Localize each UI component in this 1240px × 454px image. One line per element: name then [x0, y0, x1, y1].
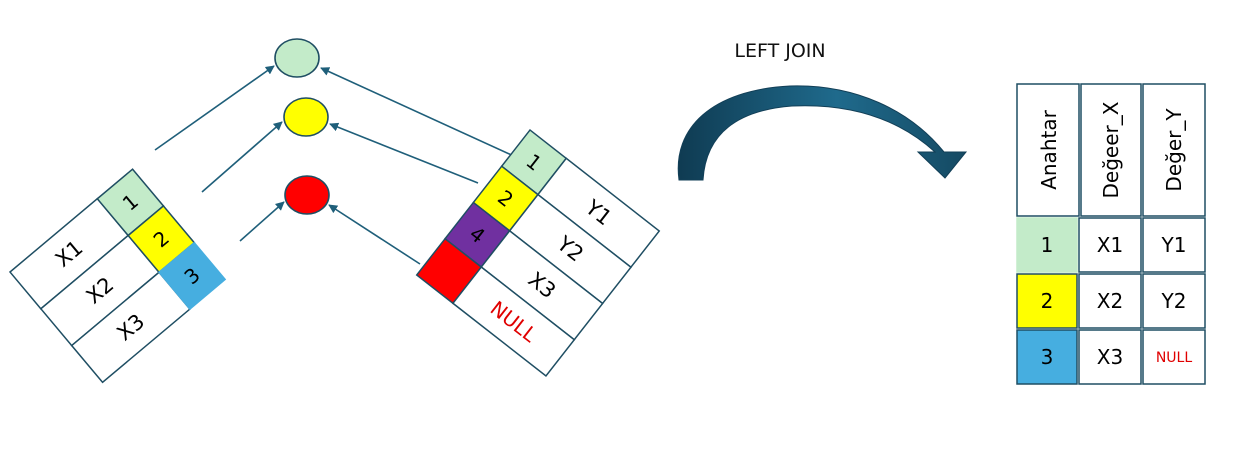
green-key-circle — [274, 38, 320, 78]
result-header-deger-y: Değer_Y — [1162, 108, 1186, 192]
red-key-circle — [284, 175, 330, 215]
result-x-cell — [1078, 329, 1142, 385]
right-row-4: NULL — [415, 237, 576, 378]
arrow-right-1-to-green-circle — [320, 67, 519, 159]
result-row-2: 2 X2 Y2 — [1016, 273, 1206, 329]
result-row-3: 3 X3 NULL — [1016, 329, 1206, 385]
result-y-text: Y1 — [1161, 233, 1187, 257]
result-x-cell — [1078, 273, 1142, 329]
arrow-left-2-to-yellow-circle — [201, 121, 283, 193]
result-x-text: X3 — [1097, 345, 1123, 369]
curved-arrow-icon — [677, 85, 968, 181]
left-table: X1 1 X2 2 X3 3 — [8, 168, 227, 384]
result-key-text: 1 — [1041, 233, 1054, 257]
arrow-right-2-to-yellow-circle — [329, 122, 479, 184]
result-header-row: Anahtar Değeer_X Değer_Y — [1016, 83, 1206, 217]
result-header-cell — [1142, 83, 1206, 217]
result-y-text: Y2 — [1161, 289, 1187, 313]
result-y-cell — [1142, 217, 1206, 273]
arrow-right-null-to-red-circle — [328, 204, 421, 265]
result-y-cell — [1142, 273, 1206, 329]
result-header-cell — [1016, 83, 1080, 217]
result-key-text: 2 — [1041, 289, 1054, 313]
left-row-3: X3 3 — [70, 241, 227, 384]
right-value-cell — [451, 266, 576, 378]
result-row-1: 1 X1 Y1 — [1016, 217, 1206, 273]
right-table: 1 Y1 2 Y2 4 X3 NULL — [415, 128, 661, 378]
yellow-key-circle — [283, 97, 329, 137]
left-key-cell — [157, 241, 227, 311]
result-y-cell — [1142, 329, 1206, 385]
result-key-text: 3 — [1041, 345, 1054, 369]
result-key-cell — [1016, 273, 1078, 329]
result-key-cell — [1016, 217, 1078, 273]
result-header-deger-x: Değeer_X — [1099, 101, 1123, 198]
result-x-text: X1 — [1097, 233, 1123, 257]
arrow-left-3-to-red-circle — [239, 201, 285, 242]
result-header-anahtar: Anahtar — [1037, 109, 1061, 189]
result-header-cell — [1080, 83, 1142, 217]
result-key-cell — [1016, 329, 1078, 385]
arrow-left-1-to-green-circle — [154, 65, 275, 151]
result-table: Anahtar Değeer_X Değer_Y 1 X1 Y1 2 X2 Y2… — [1016, 83, 1206, 385]
result-null-text: NULL — [1156, 350, 1193, 366]
join-label: LEFT JOIN — [734, 40, 825, 62]
result-x-text: X2 — [1097, 289, 1123, 313]
connection-arrows — [154, 65, 519, 265]
key-circles — [274, 38, 330, 215]
result-x-cell — [1078, 217, 1142, 273]
